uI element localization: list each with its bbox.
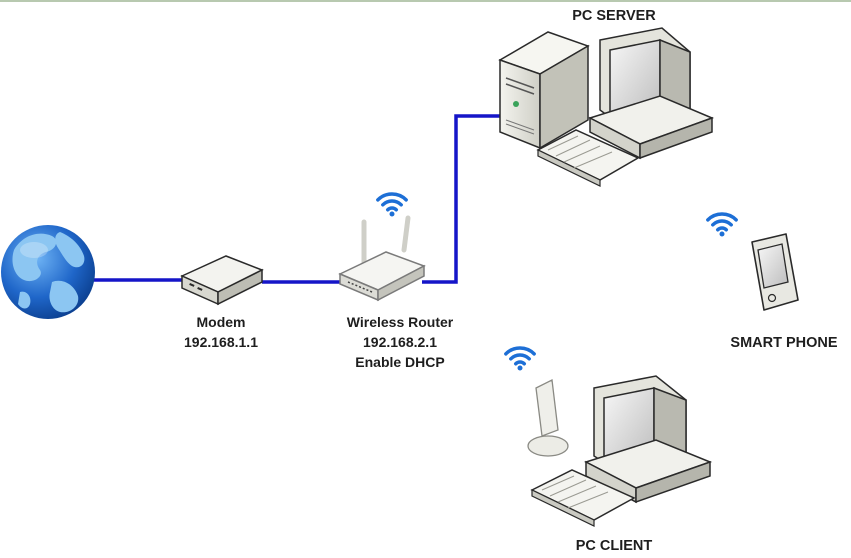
wifi-signal-icon <box>706 212 738 237</box>
wireless-router-icon <box>338 215 426 302</box>
usb-wifi-adapter-icon <box>527 379 569 457</box>
connections <box>94 114 508 284</box>
globe-icon <box>1 225 95 319</box>
client-label: PC CLIENT <box>576 538 653 554</box>
modem-icon <box>180 255 264 306</box>
router-name: Wireless Router <box>347 314 454 330</box>
router-note: Enable DHCP <box>355 354 444 370</box>
router-ip: 192.168.2.1 <box>363 334 437 350</box>
wifi-signal-icon <box>376 192 408 217</box>
link-router-server <box>422 114 508 284</box>
wifi-signal-icon <box>504 346 536 371</box>
phone-label: SMART PHONE <box>730 335 837 351</box>
desktop-computer-icon <box>530 375 713 527</box>
server-computer-icon <box>498 27 715 187</box>
smartphone-icon <box>751 233 799 311</box>
server-label: PC SERVER <box>572 8 656 24</box>
modem-ip: 192.168.1.1 <box>184 334 258 350</box>
modem-name: Modem <box>197 314 246 330</box>
